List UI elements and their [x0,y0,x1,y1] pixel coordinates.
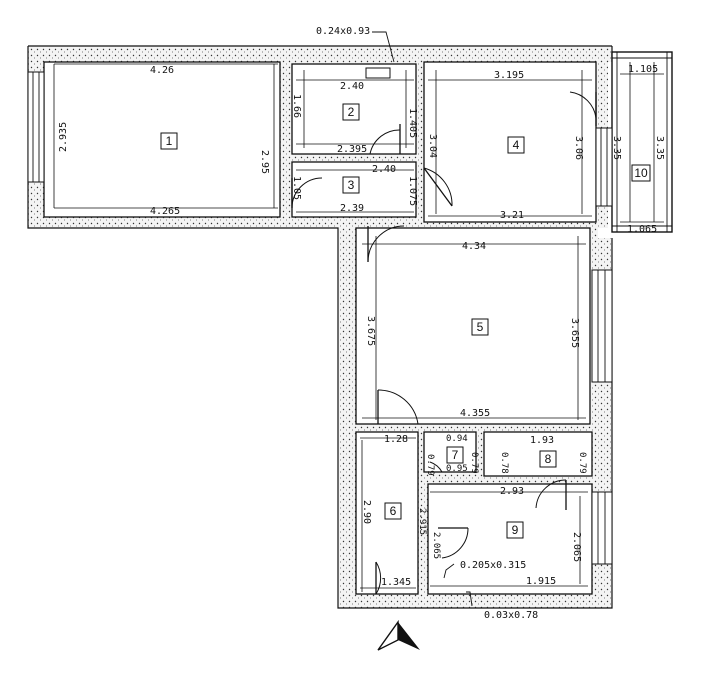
svg-text:9: 9 [512,523,519,537]
dimension-labels: 0.24x0.93 4.26 4.265 2.935 2.95 2.40 1.6… [58,26,665,621]
dim-r7-right: 0.79 [469,452,479,474]
room-2-label: 2 [342,103,360,121]
dim-r2-right: 1.405 [407,108,418,138]
dim-r1-top: 4.26 [150,65,174,76]
dim-r9-bottom: 1.915 [526,576,556,587]
svg-text:8: 8 [545,452,552,466]
dim-r4-left: 3.04 [427,134,438,158]
dim-r1-bottom: 4.265 [150,206,180,217]
dim-r5-right: 3.655 [569,318,580,348]
dim-r9-left-b: 2.065 [431,532,441,559]
note-003x078: 0.03x0.78 [484,610,538,621]
room-10-label: 10 [631,164,651,182]
room-1-label: 1 [160,132,178,150]
svg-text:7: 7 [452,448,459,462]
dim-r4-top: 3.195 [494,70,524,81]
windows [27,67,613,565]
note-0205x0315: 0.205x0.315 [460,560,526,571]
dim-r3-right: 1.075 [407,176,418,206]
dim-r3-bottom: 2.39 [340,203,364,214]
outer-walls [27,45,613,609]
svg-text:4: 4 [513,138,520,152]
dim-r6-bottom: 1.345 [381,577,411,588]
dim-r9-top: 2.93 [500,486,524,497]
dim-r5-bottom: 4.355 [460,408,490,419]
dimension-lines [53,31,664,607]
dim-r7-bottom: 0.95 [446,464,468,474]
dim-r2-top: 2.40 [340,81,364,92]
dim-r5-top: 4.34 [462,241,486,252]
svg-text:6: 6 [390,504,397,518]
svg-text:3: 3 [348,178,355,192]
dim-r8-left: 0.78 [499,452,509,474]
dim-r8-top: 1.93 [530,435,554,446]
dim-r10-left: 3.35 [611,136,622,160]
room-3-label: 3 [342,176,360,194]
dim-r4-right: 3.06 [573,136,584,160]
dim-r9-left-a: 2.915 [417,508,427,535]
dim-r3-left: 1.05 [291,176,302,200]
svg-text:1: 1 [166,134,173,148]
dim-r6-top: 1.28 [384,434,408,445]
room-7-label: 7 [446,446,464,464]
dim-r1-right: 2.95 [259,150,270,174]
dim-r2-bottom: 2.395 [337,144,367,155]
dim-r10-right: 3.35 [654,136,665,160]
svg-text:10: 10 [634,166,648,180]
dim-r8-right: 0.79 [577,452,587,474]
dim-r10-bottom: 1.065 [627,224,657,235]
dim-r2-left: 1.66 [291,94,302,118]
room-numbers: 1 2 3 4 5 6 7 8 9 10 [160,103,651,539]
room-8-label: 8 [539,450,557,468]
dim-r4-bottom: 3.21 [500,210,524,221]
dim-r6-left: 2.90 [361,500,372,524]
room-9-floor [427,483,593,595]
doors [291,91,597,595]
dim-top-note: 0.24x0.93 [316,26,370,37]
north-arrow-icon [377,619,420,651]
room-6-label: 6 [384,502,402,520]
svg-text:2: 2 [348,105,355,119]
dim-r7-top: 0.94 [446,434,468,444]
room-4-label: 4 [507,136,525,154]
svg-text:5: 5 [477,320,484,334]
dim-r7-left: 0.79 [425,454,435,476]
room-5-label: 5 [471,318,489,336]
dim-r1-left: 2.935 [58,122,69,152]
dim-r5-left: 3.675 [365,316,376,346]
dim-r9-right: 2.065 [571,532,582,562]
room-9-label: 9 [506,521,524,539]
dim-r10-top: 1.105 [628,64,658,75]
room-8-floor [483,431,593,477]
dim-r3-top: 2.40 [372,164,396,175]
